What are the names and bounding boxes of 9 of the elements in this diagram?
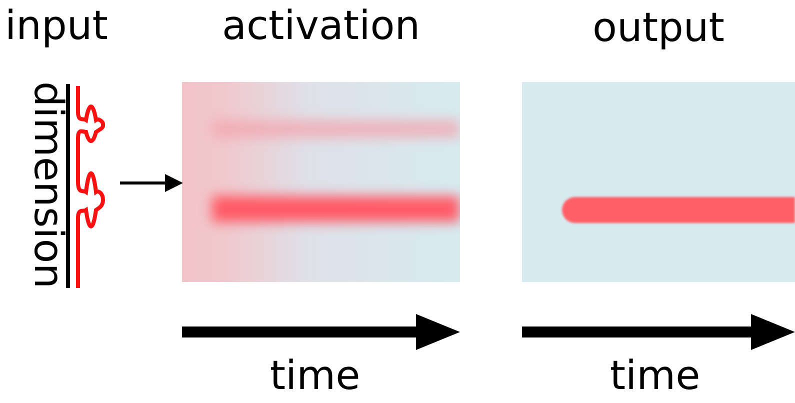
- axis-label: time: [268, 352, 362, 400]
- heatmap-panel: [182, 82, 460, 282]
- input-heading: input: [5, 2, 108, 50]
- panel-heading: output: [592, 4, 726, 52]
- heatmap-panel: [522, 82, 795, 282]
- panel-heading: activation: [220, 2, 422, 50]
- axis-label: time: [608, 352, 702, 400]
- arrow: [120, 174, 183, 192]
- axis-label: dimension: [25, 80, 71, 291]
